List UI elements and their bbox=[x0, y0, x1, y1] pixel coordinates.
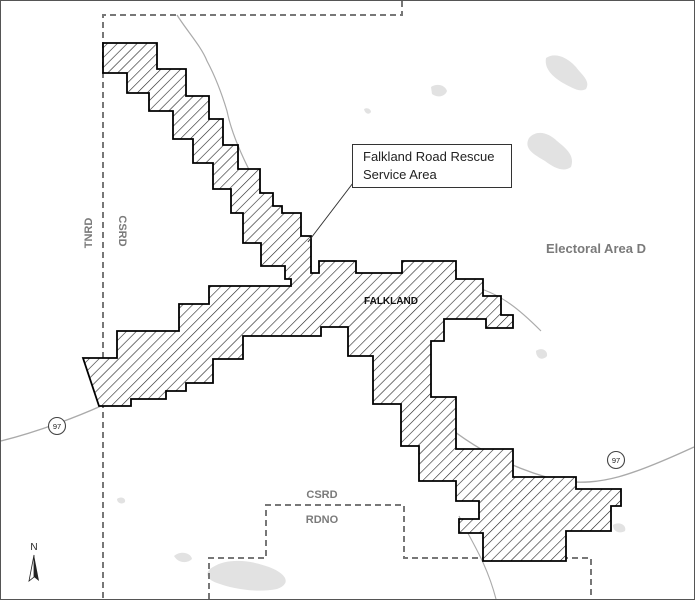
callout-leader-line bbox=[307, 182, 354, 243]
lake-east-small bbox=[536, 349, 548, 359]
lake-southeast bbox=[613, 523, 626, 533]
north-arrow-icon: N bbox=[28, 542, 39, 582]
service-area-callout: Falkland Road Rescue Service Area bbox=[352, 144, 512, 188]
district-label-rdno: RDNO bbox=[306, 514, 339, 526]
callout-line-1: Falkland Road Rescue bbox=[363, 149, 495, 164]
callout-line-2: Service Area bbox=[363, 167, 437, 182]
lake-north-small bbox=[431, 84, 447, 97]
tnrd-csrd-boundary bbox=[102, 1, 403, 599]
district-label-csrd-horizontal: CSRD bbox=[306, 489, 337, 501]
north-arrow-label: N bbox=[30, 542, 37, 553]
highway-shield-icon: 97 bbox=[47, 416, 67, 436]
lake-north-tiny bbox=[364, 108, 371, 114]
csrd-rdno-boundary bbox=[208, 504, 592, 599]
highway-shield-label-east: 97 bbox=[612, 456, 620, 465]
highway-shield-icon: 97 bbox=[606, 450, 626, 470]
lake-west-small bbox=[117, 497, 126, 504]
district-label-csrd-vertical: CSRD bbox=[116, 215, 128, 246]
district-boundaries bbox=[102, 1, 592, 599]
electoral-area-label: Electoral Area D bbox=[546, 241, 646, 256]
district-label-tnrd: TNRD bbox=[83, 218, 95, 249]
lakes bbox=[117, 55, 626, 591]
lake-east-upper bbox=[527, 132, 573, 170]
highway-shield-label-west: 97 bbox=[53, 422, 61, 431]
service-area-polygon[interactable] bbox=[81, 42, 622, 562]
lake-south-small bbox=[174, 552, 192, 563]
lake-south-west bbox=[207, 560, 286, 591]
lake-northeast bbox=[545, 55, 588, 91]
community-label: FALKLAND bbox=[364, 296, 418, 307]
